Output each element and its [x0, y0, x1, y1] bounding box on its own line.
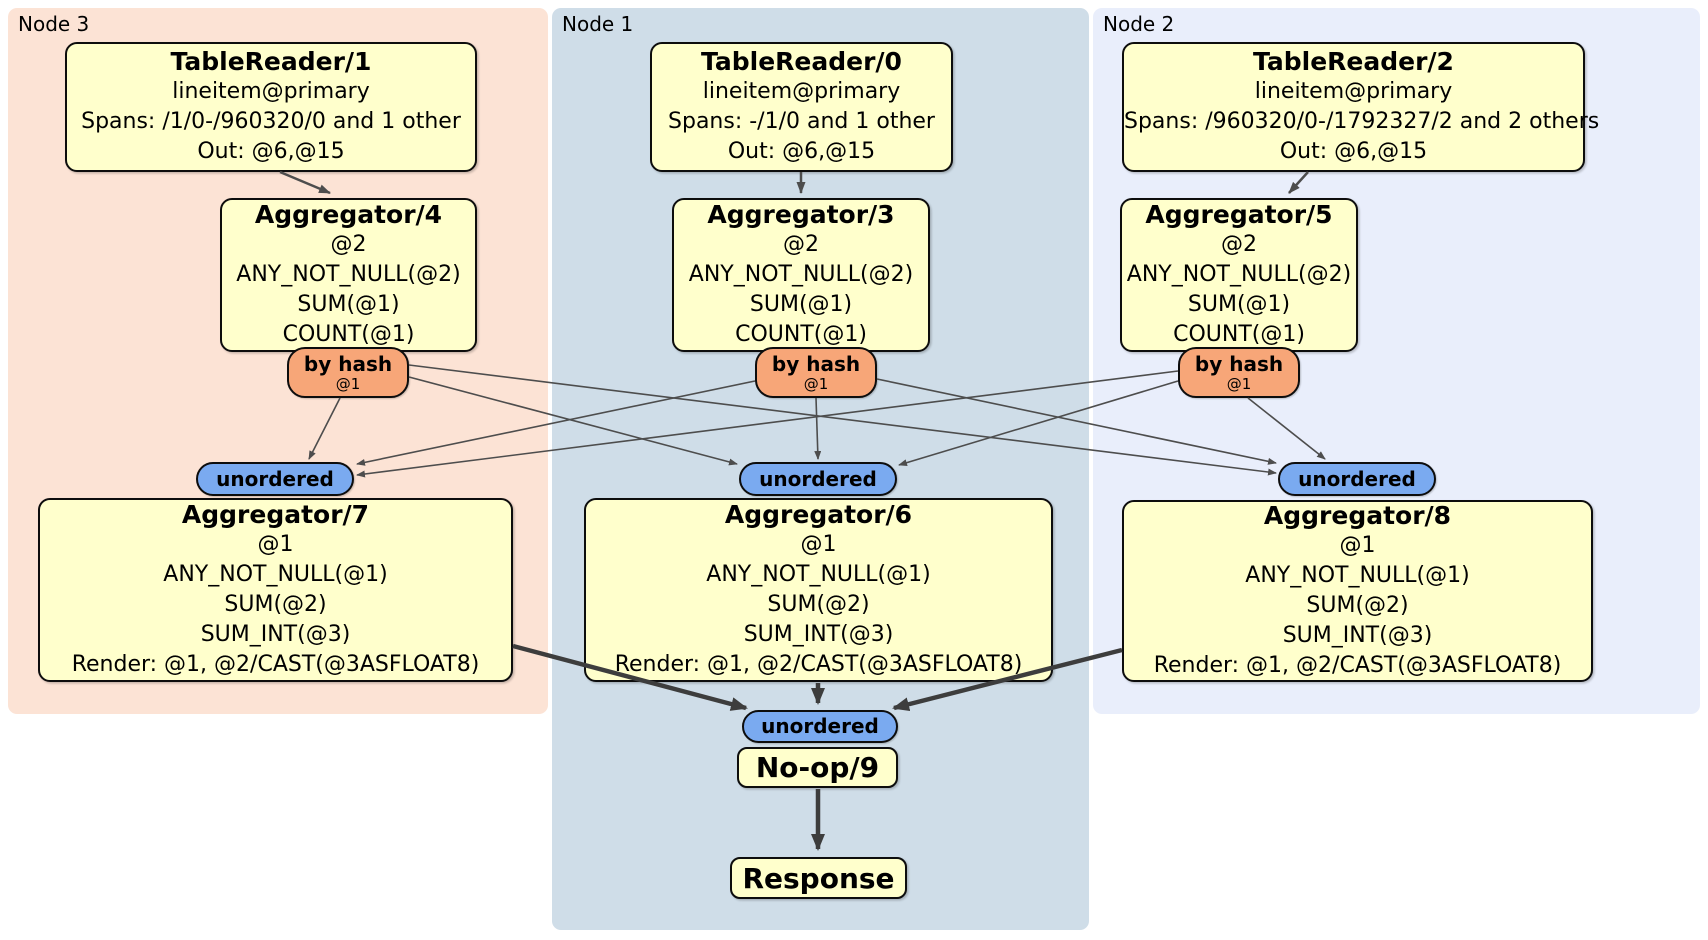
- aggregator-7-fn-2: SUM(@2): [224, 592, 327, 617]
- aggregator-6-fn-1: ANY_NOT_NULL(@1): [706, 562, 931, 587]
- tablereader-1-out: Out: @6,@15: [197, 139, 345, 164]
- aggregator-8-render: Render: @1, @2/CAST(@3ASFLOAT8): [1153, 653, 1562, 678]
- tablereader-1-title: TableReader/1: [170, 47, 372, 76]
- unordered-sync-label: unordered: [759, 466, 877, 491]
- hash-router-node-2: by hash @1: [1178, 347, 1300, 398]
- hash-router-node-3: by hash @1: [287, 347, 409, 398]
- aggregator-3-fn-1: ANY_NOT_NULL(@2): [688, 262, 914, 287]
- aggregator-5-fn-1: ANY_NOT_NULL(@2): [1126, 262, 1352, 287]
- aggregator-3-group: @2: [783, 232, 819, 257]
- tablereader-0-out: Out: @6,@15: [727, 139, 876, 164]
- aggregator-6-title: Aggregator/6: [724, 500, 913, 529]
- region-label-node-1: Node 1: [562, 12, 634, 36]
- tablereader-2-title: TableReader/2: [1253, 47, 1454, 76]
- aggregator-4-title: Aggregator/4: [254, 200, 443, 229]
- region-label-node-2: Node 2: [1103, 12, 1175, 36]
- aggregator-4-group: @2: [330, 232, 367, 257]
- aggregator-3-fn-3: COUNT(@1): [735, 322, 867, 347]
- aggregator-5-title: Aggregator/5: [1145, 200, 1333, 229]
- region-label-node-3: Node 3: [18, 12, 90, 36]
- tablereader-2-spans: Spans: /960320/0-/1792327/2 and 2 others: [1124, 109, 1600, 134]
- aggregator-8-fn-2: SUM(@2): [1306, 593, 1409, 618]
- aggregator-5-box: Aggregator/5 @2 ANY_NOT_NULL(@2) SUM(@1)…: [1120, 198, 1358, 352]
- aggregator-6-box: Aggregator/6 @1 ANY_NOT_NULL(@1) SUM(@2)…: [584, 498, 1053, 682]
- tablereader-2-out: Out: @6,@15: [1279, 139, 1428, 164]
- hash-router-label: by hash: [1194, 351, 1284, 376]
- tablereader-0-spans: Spans: -/1/0 and 1 other: [668, 109, 935, 134]
- aggregator-3-fn-2: SUM(@1): [749, 292, 853, 317]
- aggregator-3-title: Aggregator/3: [707, 200, 895, 229]
- tablereader-0-index: lineitem@primary: [702, 79, 901, 104]
- aggregator-7-title: Aggregator/7: [181, 500, 370, 529]
- aggregator-7-render: Render: @1, @2/CAST(@3ASFLOAT8): [71, 652, 480, 677]
- aggregator-7-group: @1: [257, 532, 294, 557]
- unordered-sync-node-2: unordered: [1278, 462, 1436, 496]
- tablereader-1-box: TableReader/1 lineitem@primary Spans: /1…: [65, 42, 477, 172]
- unordered-sync-final: unordered: [742, 710, 898, 743]
- hash-router-node-1: by hash @1: [755, 347, 877, 398]
- unordered-sync-node-1: unordered: [739, 462, 897, 496]
- unordered-sync-label: unordered: [1298, 466, 1416, 491]
- aggregator-5-fn-3: COUNT(@1): [1173, 322, 1305, 347]
- aggregator-8-title: Aggregator/8: [1263, 501, 1452, 530]
- noop-9-box: No-op/9: [737, 747, 898, 788]
- hash-router-label: by hash: [303, 351, 393, 376]
- aggregator-5-fn-2: SUM(@1): [1187, 292, 1291, 317]
- aggregator-4-fn-1: ANY_NOT_NULL(@2): [236, 262, 461, 287]
- unordered-sync-label: unordered: [216, 466, 334, 491]
- aggregator-8-box: Aggregator/8 @1 ANY_NOT_NULL(@1) SUM(@2)…: [1122, 500, 1593, 682]
- aggregator-4-box: Aggregator/4 @2 ANY_NOT_NULL(@2) SUM(@1)…: [220, 198, 477, 352]
- unordered-sync-node-3: unordered: [196, 462, 354, 496]
- hash-router-label: by hash: [771, 351, 861, 376]
- hash-router-detail: @1: [803, 374, 829, 393]
- aggregator-8-fn-3: SUM_INT(@3): [1282, 623, 1433, 648]
- aggregator-6-group: @1: [800, 532, 837, 557]
- aggregator-8-fn-1: ANY_NOT_NULL(@1): [1245, 563, 1470, 588]
- tablereader-2-index: lineitem@primary: [1254, 79, 1453, 104]
- aggregator-3-box: Aggregator/3 @2 ANY_NOT_NULL(@2) SUM(@1)…: [672, 198, 930, 352]
- tablereader-0-box: TableReader/0 lineitem@primary Spans: -/…: [650, 42, 953, 172]
- aggregator-5-group: @2: [1221, 232, 1257, 257]
- aggregator-6-render: Render: @1, @2/CAST(@3ASFLOAT8): [614, 652, 1023, 677]
- aggregator-7-box: Aggregator/7 @1 ANY_NOT_NULL(@1) SUM(@2)…: [38, 498, 513, 682]
- aggregator-4-fn-2: SUM(@1): [297, 292, 400, 317]
- aggregator-4-fn-3: COUNT(@1): [282, 322, 415, 347]
- tablereader-2-box: TableReader/2 lineitem@primary Spans: /9…: [1122, 42, 1600, 172]
- aggregator-8-group: @1: [1339, 533, 1376, 558]
- aggregator-7-fn-3: SUM_INT(@3): [200, 622, 351, 647]
- response-box: Response: [730, 857, 907, 899]
- aggregator-7-fn-1: ANY_NOT_NULL(@1): [163, 562, 388, 587]
- unordered-sync-label: unordered: [761, 714, 879, 738]
- aggregator-6-fn-2: SUM(@2): [767, 592, 870, 617]
- tablereader-0-title: TableReader/0: [701, 47, 902, 76]
- hash-router-detail: @1: [335, 374, 361, 393]
- tablereader-1-index: lineitem@primary: [172, 79, 370, 104]
- hash-router-detail: @1: [1226, 374, 1252, 393]
- tablereader-1-spans: Spans: /1/0-/960320/0 and 1 other: [81, 109, 461, 134]
- aggregator-6-fn-3: SUM_INT(@3): [743, 622, 894, 647]
